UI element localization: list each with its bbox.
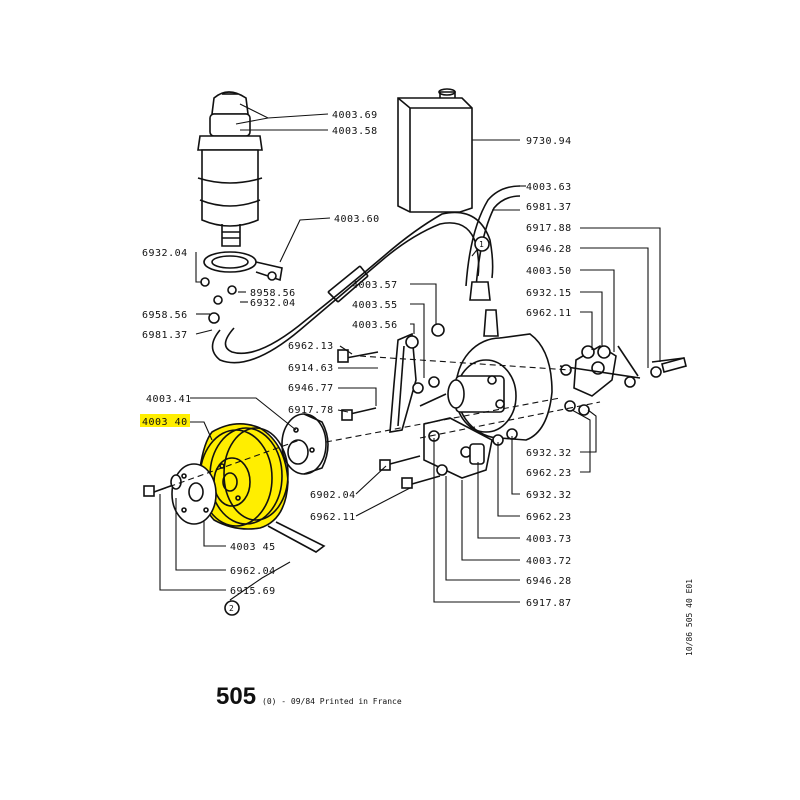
adjusting-link	[389, 323, 445, 433]
front-bracket	[423, 417, 518, 479]
label-6962-23-bottom: 6962.23	[526, 512, 572, 523]
label-6917-87: 6917.87	[526, 598, 572, 609]
footer: 505 (0) - 09/84 Printed in France	[216, 683, 402, 710]
label-8958-56: 8958.56	[250, 288, 296, 299]
label-6962-04: 6962.04	[230, 566, 276, 577]
pulley-flange	[170, 463, 217, 525]
pump-bracket-right	[559, 345, 687, 416]
hoses	[211, 185, 521, 364]
label-6962-11-bottom: 6962.11	[310, 512, 356, 523]
reservoir	[197, 91, 283, 324]
label-highlight-box	[140, 414, 190, 427]
label-6981-37-left: 6981.37	[142, 330, 188, 341]
label-4003-73: 4003.73	[526, 534, 572, 545]
label-6932-04-mid: 6932.04	[250, 298, 296, 309]
label-4003-45: 4003 45	[230, 542, 276, 553]
label-6902-04: 6902.04	[310, 490, 356, 501]
label-4003-40: 4003 40	[142, 417, 188, 428]
label-6932-32-bottom: 6932.32	[526, 490, 572, 501]
label-4003-55: 4003.55	[352, 300, 398, 311]
label-6932-04-top: 6932.04	[142, 248, 188, 259]
callout-1: 1	[479, 240, 484, 249]
label-4003-60: 4003.60	[334, 214, 380, 225]
label-6962-23-top: 6962.23	[526, 468, 572, 479]
leader-lines	[159, 103, 661, 603]
label-6946-28-bottom: 6946.28	[526, 576, 572, 587]
callout-2: 2	[229, 604, 234, 613]
label-6917-78: 6917.78	[288, 405, 334, 416]
side-code: 10/86 505 40 E01	[685, 579, 694, 656]
label-6946-77: 6946.77	[288, 383, 334, 394]
label-4003-57: 4003.57	[352, 280, 398, 291]
label-6946-28-top: 6946.28	[526, 244, 572, 255]
label-4003-72: 4003.72	[526, 556, 572, 567]
pump-hub	[281, 413, 329, 475]
drive-belt	[267, 521, 326, 553]
label-6932-32-top: 6932.32	[526, 448, 572, 459]
label-6917-88: 6917.88	[526, 223, 572, 234]
label-6932-15: 6932.15	[526, 288, 572, 299]
label-6981-37-top: 6981.37	[526, 202, 572, 213]
model-number: 505	[216, 683, 256, 710]
label-6962-13: 6962.13	[288, 341, 334, 352]
center-lines	[159, 355, 601, 491]
part-labels: 4003.69 4003.58 9730.94 4003.63 6981.37 …	[140, 110, 572, 616]
label-4003-58: 4003.58	[332, 126, 378, 137]
label-4003-69: 4003.69	[332, 110, 378, 121]
label-4003-50: 4003.50	[526, 266, 572, 277]
label-6962-11-top: 6962.11	[526, 308, 572, 319]
print-note: (0) - 09/84 Printed in France	[262, 697, 402, 706]
label-9730-94: 9730.94	[526, 136, 572, 147]
label-4003-63: 4003.63	[526, 182, 572, 193]
label-4003-56: 4003.56	[352, 320, 398, 331]
label-6958-56: 6958.56	[142, 310, 188, 321]
label-4003-41: 4003.41	[146, 394, 192, 405]
fluid-can	[397, 88, 473, 213]
label-6915-69: 6915.69	[230, 586, 276, 597]
label-6914-63: 6914.63	[288, 363, 334, 374]
